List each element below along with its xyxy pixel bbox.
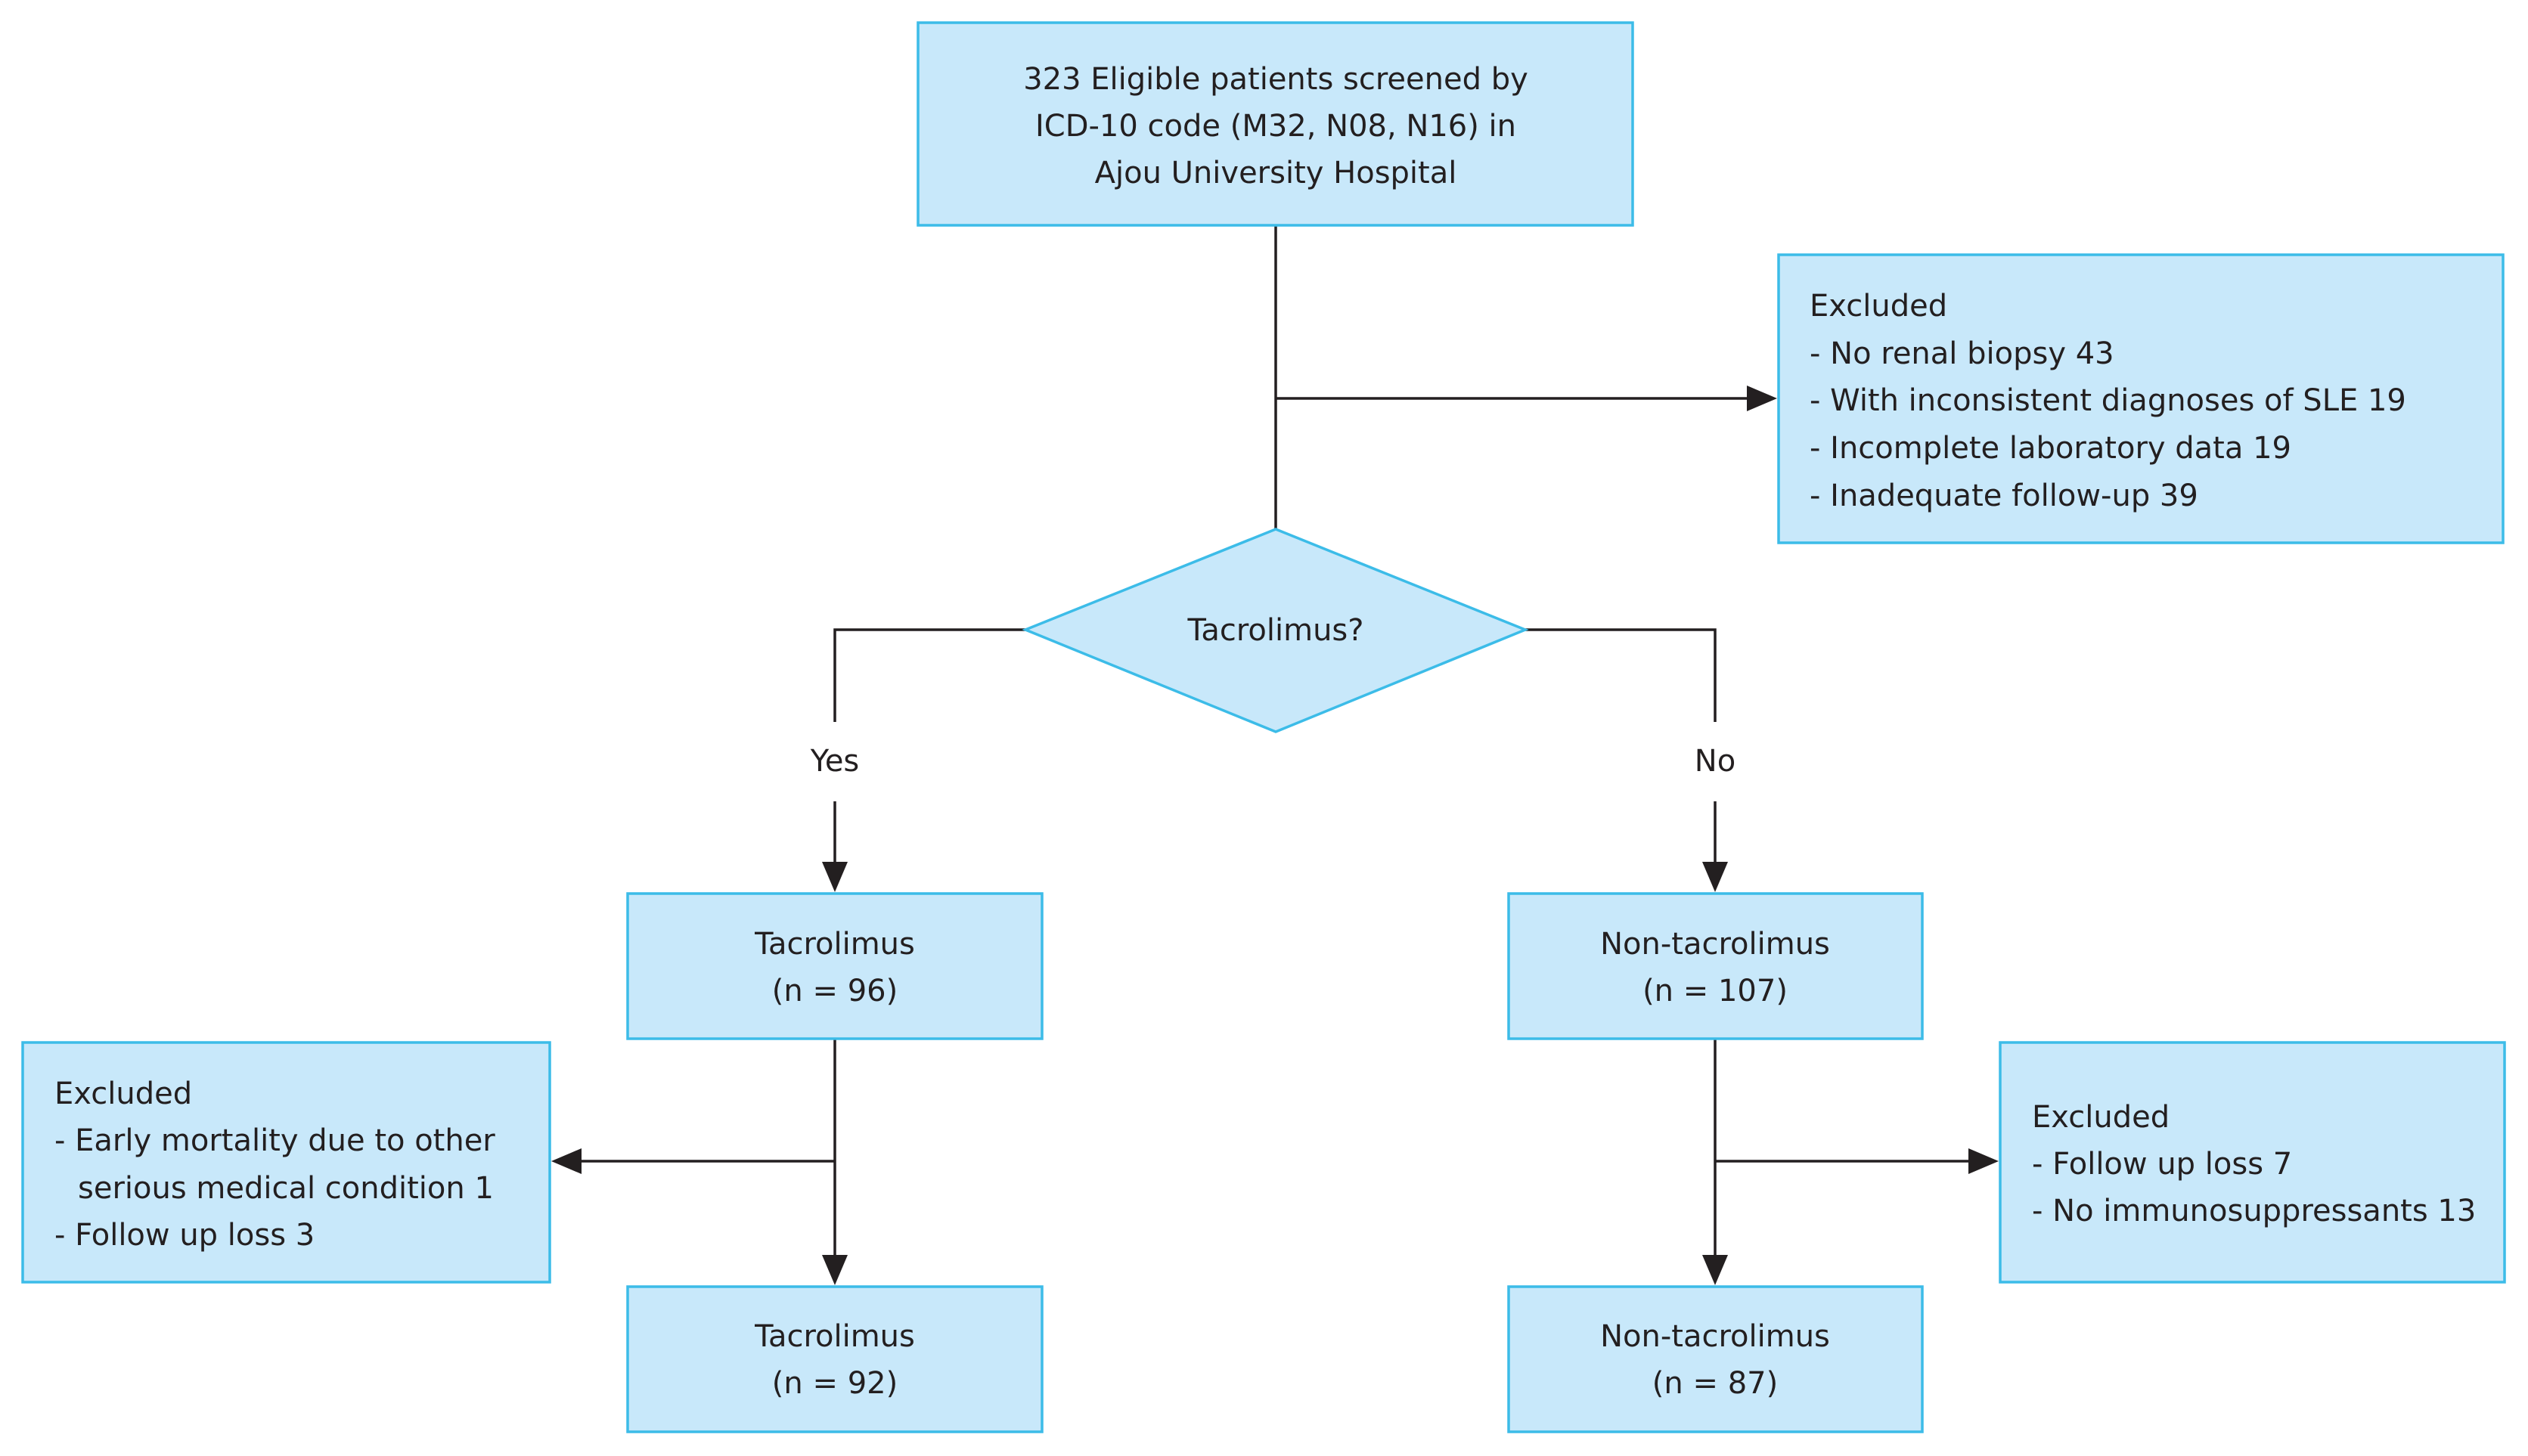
non-tacrolimus-final-count: (n = 87) xyxy=(1652,1366,1778,1401)
screening-line-2: ICD-10 code (M32, N08, N16) in xyxy=(1035,109,1516,144)
excluded-right-item: - Follow up loss 7 xyxy=(2032,1147,2292,1182)
excluded-top-item: - Incomplete laboratory data 19 xyxy=(1810,431,2291,466)
excluded-left-title: Excluded xyxy=(54,1077,192,1111)
tacrolimus-box: Tacrolimus (n = 96) xyxy=(626,892,1044,1040)
arrowhead-to-non-tacrolimus xyxy=(1702,862,1728,892)
screening-line-3: Ajou University Hospital xyxy=(1095,156,1457,191)
screening-line-1: 323 Eligible patients screened by xyxy=(1023,62,1528,97)
excluded-top-item: - No renal biopsy 43 xyxy=(1810,336,2114,371)
excluded-top-item: - Inadequate follow-up 39 xyxy=(1810,479,2198,513)
excluded-top-item: - With inconsistent diagnoses of SLE 19 xyxy=(1810,383,2406,418)
tacrolimus-count: (n = 96) xyxy=(772,974,898,1008)
decision-label: Tacrolimus? xyxy=(1187,613,1364,648)
non-tacrolimus-box: Non-tacrolimus (n = 107) xyxy=(1507,892,1924,1040)
excluded-right-box: Excluded - Follow up loss 7 - No immunos… xyxy=(1999,1041,2506,1284)
excluded-top-title: Excluded xyxy=(1810,289,1947,324)
non-tacrolimus-count: (n = 107) xyxy=(1642,974,1788,1008)
no-branch-line xyxy=(1525,628,1717,722)
screening-box: 323 Eligible patients screened by ICD-10… xyxy=(917,21,1634,227)
excluded-right-title: Excluded xyxy=(2032,1100,2170,1135)
arrowhead-to-tacrolimus xyxy=(822,862,848,892)
tacrolimus-name: Tacrolimus xyxy=(754,927,915,962)
non-tacrolimus-final-box: Non-tacrolimus (n = 87) xyxy=(1507,1285,1924,1433)
excluded-left-item: - Early mortality due to other xyxy=(54,1123,495,1158)
excluded-top-box: Excluded - No renal biopsy 43 - With inc… xyxy=(1777,253,2505,544)
excluded-left-box: Excluded - Early mortality due to other … xyxy=(21,1041,551,1284)
yes-branch-line xyxy=(833,628,1025,722)
excluded-right-item: - No immunosuppressants 13 xyxy=(2032,1194,2476,1228)
excluded-left-item: - Follow up loss 3 xyxy=(54,1218,315,1253)
connectors xyxy=(551,225,1999,1285)
arrowhead-to-excluded-right xyxy=(1968,1148,1999,1174)
tacrolimus-final-count: (n = 92) xyxy=(772,1366,898,1401)
yes-label: Yes xyxy=(810,744,860,779)
decision-diamond: Tacrolimus? xyxy=(1022,528,1529,733)
no-label: No xyxy=(1695,744,1735,779)
arrowhead-to-excluded-top xyxy=(1747,386,1777,411)
arrowhead-to-tacrolimus-final xyxy=(822,1255,848,1285)
tacrolimus-final-box: Tacrolimus (n = 92) xyxy=(626,1285,1044,1433)
non-tacrolimus-name: Non-tacrolimus xyxy=(1600,927,1830,962)
non-tacrolimus-final-name: Non-tacrolimus xyxy=(1600,1319,1830,1354)
tacrolimus-final-name: Tacrolimus xyxy=(754,1319,915,1354)
excluded-left-item: serious medical condition 1 xyxy=(78,1171,494,1206)
arrowhead-to-excluded-left xyxy=(551,1148,582,1174)
arrowhead-to-non-tacrolimus-final xyxy=(1702,1255,1728,1285)
